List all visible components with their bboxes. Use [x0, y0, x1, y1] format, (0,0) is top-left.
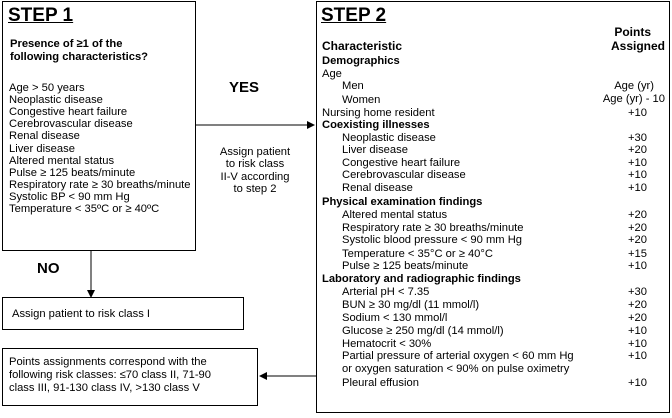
women-points: Age (yr) - 10	[602, 93, 665, 105]
lab-points: +30	[628, 286, 647, 298]
step1-item: Liver disease	[9, 143, 75, 155]
step1-item: Cerebrovascular disease	[9, 118, 133, 130]
lab-item: Pleural effusion	[342, 377, 419, 389]
nursing-points: +10	[628, 107, 647, 119]
step1-item: Temperature < 35ºC or ≥ 40ºC	[9, 203, 160, 215]
coexisting-points: +10	[628, 182, 647, 194]
physical-item: Pulse ≥ 125 beats/minute	[342, 260, 469, 272]
section-physical: Physical examination findings	[322, 196, 483, 208]
coexisting-item: Liver disease	[342, 144, 408, 156]
step1-title: STEP 1	[8, 5, 74, 26]
step1-heading-line1: Presence of ≥1 of the	[10, 38, 123, 50]
points-text-line: following risk classes: ≤70 class II, 71…	[9, 369, 212, 381]
nursing-label: Nursing home resident	[322, 107, 435, 119]
lab-item: Partial pressure of arterial oxygen < 60…	[342, 350, 574, 362]
step1-item: Neoplastic disease	[9, 94, 103, 106]
coexisting-item: Cerebrovascular disease	[342, 169, 466, 181]
section-demographics: Demographics	[322, 55, 400, 67]
characteristic-header: Characteristic	[322, 39, 403, 53]
age-label: Age	[322, 68, 342, 80]
yes-label: YES	[229, 79, 260, 96]
lab-item: Hematocrit < 30%	[342, 338, 432, 350]
lab-points: +20	[628, 299, 647, 311]
lab-points: +10	[628, 350, 647, 362]
yes-text-line: Assign patient	[219, 146, 291, 158]
lab-item: Glucose ≥ 250 mg/dl (14 mmol/l)	[342, 325, 504, 337]
lab-item: Arterial pH < 7.35	[342, 286, 430, 298]
coexisting-item: Congestive heart failure	[342, 157, 461, 169]
coexisting-points: +20	[628, 144, 647, 156]
yes-text-line: II-V according	[220, 171, 290, 183]
coexisting-item: Neoplastic disease	[342, 132, 436, 144]
coexisting-points: +30	[628, 132, 647, 144]
physical-item: Altered mental status	[342, 209, 448, 221]
points-header-line1: Points	[614, 25, 651, 39]
step2-box: STEP 2 Points Assigned Characteristic De…	[316, 1, 670, 413]
step1-item: Altered mental status	[9, 155, 115, 167]
step1-heading-line2: following characteristics?	[10, 51, 149, 63]
step1-item: Age > 50 years	[9, 82, 85, 94]
step1-item: Respiratory rate ≥ 30 breaths/minute	[9, 179, 191, 191]
coexisting-item: Renal disease	[342, 182, 413, 194]
points-text-line: Points assignments correspond with the	[9, 356, 207, 368]
lab-points: +10	[628, 325, 647, 337]
yes-text-line: to step 2	[233, 183, 277, 195]
physical-item: Systolic blood pressure < 90 mm Hg	[342, 234, 523, 246]
physical-points: +15	[628, 248, 647, 260]
coexisting-points: +10	[628, 169, 647, 181]
step1-item: Renal disease	[9, 130, 80, 142]
physical-points: +20	[628, 234, 647, 246]
men-label: Men	[342, 80, 364, 92]
lab-points: +10	[628, 338, 647, 350]
men-points: Age (yr)	[614, 80, 654, 92]
points-header-line2: Assigned	[610, 39, 665, 53]
points-box: Points assignments correspond with the f…	[2, 348, 258, 406]
step1-box: STEP 1 Presence of ≥1 of the following c…	[2, 1, 196, 251]
no-label: NO	[37, 260, 60, 277]
section-lab: Laboratory and radiographic findings	[322, 273, 521, 285]
step1-item: Pulse ≥ 125 beats/minute	[9, 167, 136, 179]
physical-item: Temperature < 35°C or ≥ 40°C	[342, 248, 493, 260]
physical-points: +20	[628, 222, 647, 234]
step2-title: STEP 2	[321, 5, 387, 26]
women-label: Women	[342, 94, 381, 106]
yes-text-line: to risk class	[225, 158, 285, 170]
lab-item: or oxygen saturation < 90% on pulse oxim…	[342, 363, 570, 375]
lab-item: BUN ≥ 30 mg/dl (11 mmol/l)	[342, 299, 480, 311]
step1-item: Systolic BP < 90 mm Hg	[9, 191, 130, 203]
physical-item: Respiratory rate ≥ 30 breaths/minute	[342, 222, 524, 234]
points-text-line: class III, 91-130 class IV, >130 class V	[9, 382, 200, 394]
class1-box: Assign patient to risk class I	[2, 297, 244, 330]
physical-points: +20	[628, 209, 647, 221]
coexisting-points: +10	[628, 157, 647, 169]
class1-text: Assign patient to risk class I	[12, 308, 151, 320]
lab-points: +20	[628, 312, 647, 324]
physical-points: +10	[628, 260, 647, 272]
section-coexisting: Coexisting illnesses	[322, 119, 430, 131]
lab-item: Sodium < 130 mmol/l	[342, 312, 448, 324]
step1-item: Congestive heart failure	[9, 106, 128, 118]
lab-points: +10	[628, 377, 647, 389]
